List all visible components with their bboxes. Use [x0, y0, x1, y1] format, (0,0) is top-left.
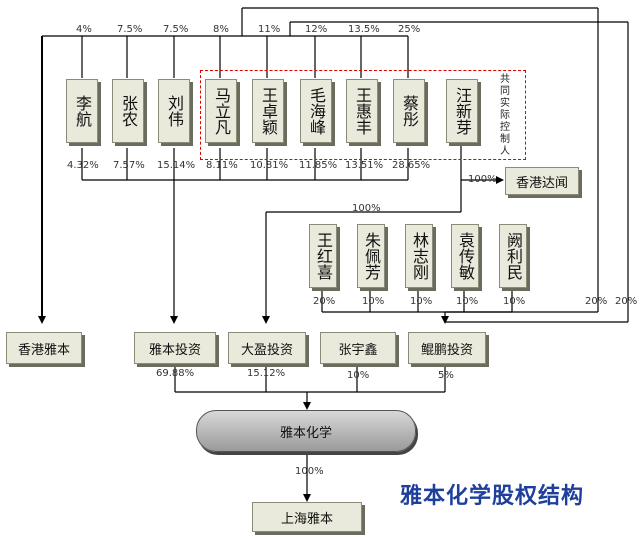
person-name: 袁传敏	[456, 232, 475, 280]
actual-controller-group	[200, 70, 526, 160]
pct-label: 100%	[352, 203, 381, 214]
holder-box: 香港雅本	[6, 332, 82, 364]
person-name: 李航	[73, 95, 92, 127]
person-box: 王惠丰	[346, 79, 378, 143]
person-name: 王红喜	[314, 232, 333, 280]
entity-name: 鲲鹏投资	[420, 342, 473, 358]
person-name: 王卓颖	[259, 87, 278, 135]
pct-label: 10%	[362, 296, 385, 307]
person-box: 王卓颖	[252, 79, 284, 143]
pct-label: 10.81%	[250, 160, 289, 171]
pct-label: 15.12%	[247, 368, 286, 379]
person-name: 张农	[119, 95, 138, 127]
pct-label: 20%	[585, 296, 608, 307]
pct-label: 11%	[258, 24, 281, 35]
actual-controller-note: 共同实际控制人	[500, 74, 510, 157]
person-box: 刘伟	[158, 79, 190, 143]
person-name: 朱佩芳	[362, 232, 381, 280]
holder-box: 雅本投资	[134, 332, 216, 364]
person-name: 王惠丰	[353, 87, 372, 135]
person-box: 王红喜	[309, 224, 337, 288]
pct-label: 25%	[398, 24, 421, 35]
pct-label: 10%	[503, 296, 526, 307]
pct-label: 20%	[615, 296, 638, 307]
person-box: 毛海峰	[300, 79, 332, 143]
xianggang-dawen-box: 香港达闻	[505, 167, 579, 195]
person-box: 朱佩芳	[357, 224, 385, 288]
entity-name: 大盈投资	[240, 342, 293, 358]
person-box: 林志刚	[405, 224, 433, 288]
pct-label: 100%	[295, 466, 324, 477]
pct-label: 13.5%	[348, 24, 380, 35]
holder-box: 鲲鹏投资	[408, 332, 486, 364]
pct-label: 15.14%	[157, 160, 196, 171]
person-name: 林志刚	[410, 232, 429, 280]
person-box: 李航	[66, 79, 98, 143]
person-box: 张农	[112, 79, 144, 143]
pct-label: 20%	[313, 296, 336, 307]
pct-label: 13.51%	[345, 160, 384, 171]
entity-name: 香港达闻	[515, 175, 568, 191]
pct-label: 12%	[305, 24, 328, 35]
person-name: 汪新芽	[453, 87, 472, 135]
entity-name: 雅本化学	[279, 425, 332, 441]
pct-label: 8.11%	[206, 160, 238, 171]
entity-name: 雅本投资	[148, 342, 201, 358]
subsidiary-box: 上海雅本	[252, 502, 362, 532]
entity-name: 上海雅本	[280, 511, 333, 527]
pct-label: 10%	[410, 296, 433, 307]
pct-label: 10%	[456, 296, 479, 307]
pct-label: 8%	[213, 24, 229, 35]
entity-name: 香港雅本	[17, 342, 70, 358]
person-name: 马立凡	[212, 87, 231, 135]
pct-label: 100%	[468, 174, 497, 185]
person-name: 毛海峰	[307, 87, 326, 135]
person-box: 汪新芽	[446, 79, 478, 143]
pct-label: 4.32%	[67, 160, 99, 171]
person-name: 蔡彤	[400, 95, 419, 127]
person-name: 阙利民	[504, 232, 523, 280]
pct-label: 69.88%	[156, 368, 195, 379]
diagram-title: 雅本化学股权结构	[400, 484, 585, 509]
person-box: 阙利民	[499, 224, 527, 288]
pct-label: 5%	[438, 370, 454, 381]
holder-box: 大盈投资	[228, 332, 306, 364]
pct-label: 7.57%	[113, 160, 145, 171]
pct-label: 10%	[347, 370, 370, 381]
person-box: 袁传敏	[451, 224, 479, 288]
pct-label: 4%	[76, 24, 92, 35]
entity-name: 张宇鑫	[338, 342, 378, 358]
pct-label: 7.5%	[163, 24, 189, 35]
pct-label: 28.65%	[392, 160, 431, 171]
holder-box: 张宇鑫	[320, 332, 396, 364]
pct-label: 7.5%	[117, 24, 143, 35]
person-name: 刘伟	[165, 95, 184, 127]
pct-label: 11.85%	[299, 160, 338, 171]
yaben-chemical-node: 雅本化学	[196, 410, 416, 452]
person-box: 蔡彤	[393, 79, 425, 143]
person-box: 马立凡	[205, 79, 237, 143]
